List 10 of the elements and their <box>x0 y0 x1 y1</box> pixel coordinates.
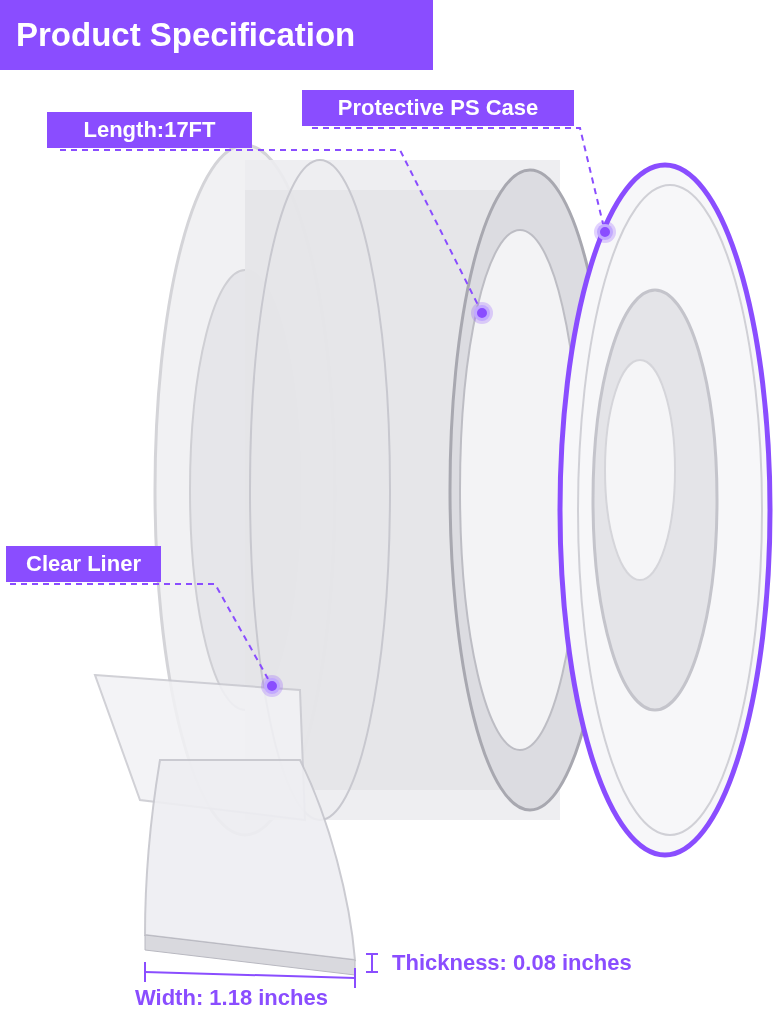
leader-line <box>59 149 480 307</box>
callout-label: Protective PS Case <box>302 90 574 126</box>
callout-label: Length:17FT <box>47 112 252 148</box>
leader-line <box>311 127 605 226</box>
title-banner: Product Specification <box>0 0 433 70</box>
dimension-label: Width: 1.18 inches <box>135 985 328 1011</box>
callout-label: Clear Liner <box>6 546 161 582</box>
leader-line <box>9 583 270 680</box>
dimension-label: Thickness: 0.08 inches <box>392 950 632 976</box>
callout-dot <box>597 224 613 240</box>
